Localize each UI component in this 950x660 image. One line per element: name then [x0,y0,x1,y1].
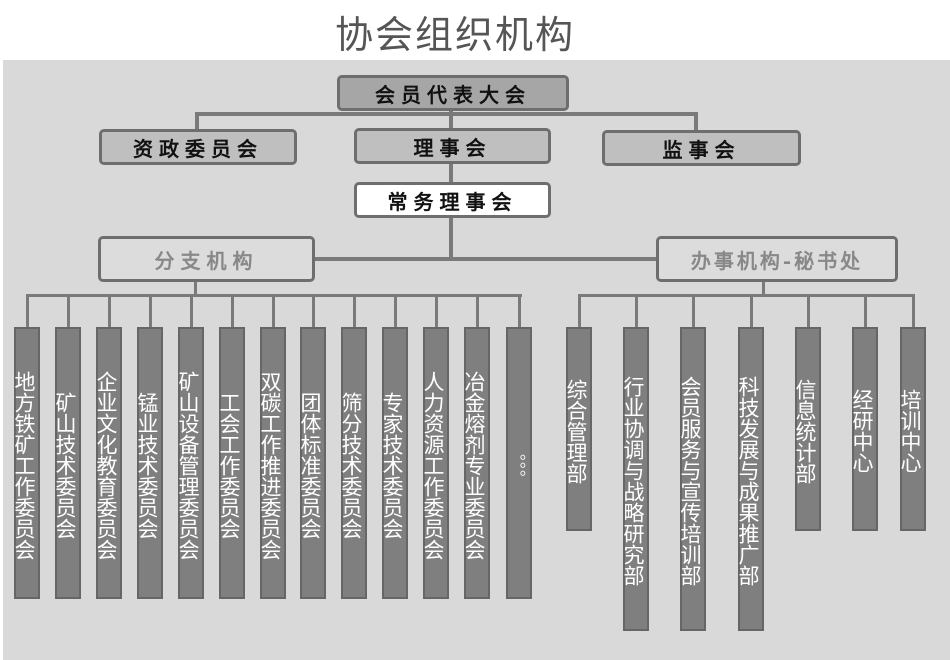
branch-committee: 专家技术委员会 [380,327,408,599]
node-branches: 分支机构 [98,236,315,282]
office-department: 会员服务与宣传培训部 [678,327,706,631]
node-standing-council: 常务理事会 [354,182,551,218]
branch-committee: 工会工作委员会 [217,327,245,599]
branch-committee: 矿山技术委员会 [53,327,81,599]
branch-committee: 矿山设备管理委员会 [176,327,204,599]
branch-committee: 筛分技术委员会 [339,327,367,599]
office-department: 行业协调与战略研究部 [621,327,649,631]
branch-committee: 企业文化教育委员会 [94,327,122,599]
node-council: 理事会 [354,128,551,164]
branch-committee: 团体标准委员会 [298,327,326,599]
office-department: 信息统计部 [793,327,821,531]
branch-committee: 锰业技术委员会 [135,327,163,599]
branch-committee: 双碳工作推进委员会 [258,327,286,599]
office-department: 科技发展与成果推广部 [736,327,764,631]
office-department: 综合管理部 [564,327,592,531]
node-advisory-committee: 资政委员会 [99,129,297,165]
branch-committee: 。。。 [506,327,532,599]
node-offices: 办事机构-秘书处 [656,236,898,282]
branch-committee: 冶金熔剂专业委员会 [462,327,490,599]
page-title: 协会组织机构 [334,13,575,57]
node-supervisory-board: 监事会 [602,130,801,166]
node-members-congress: 会员代表大会 [337,75,569,111]
branch-committee: 人力资源工作委员会 [421,327,449,599]
office-department: 培训中心 [898,327,926,531]
office-department: 经研中心 [850,327,878,531]
branch-committee: 地方铁矿工作委员会 [12,327,40,599]
